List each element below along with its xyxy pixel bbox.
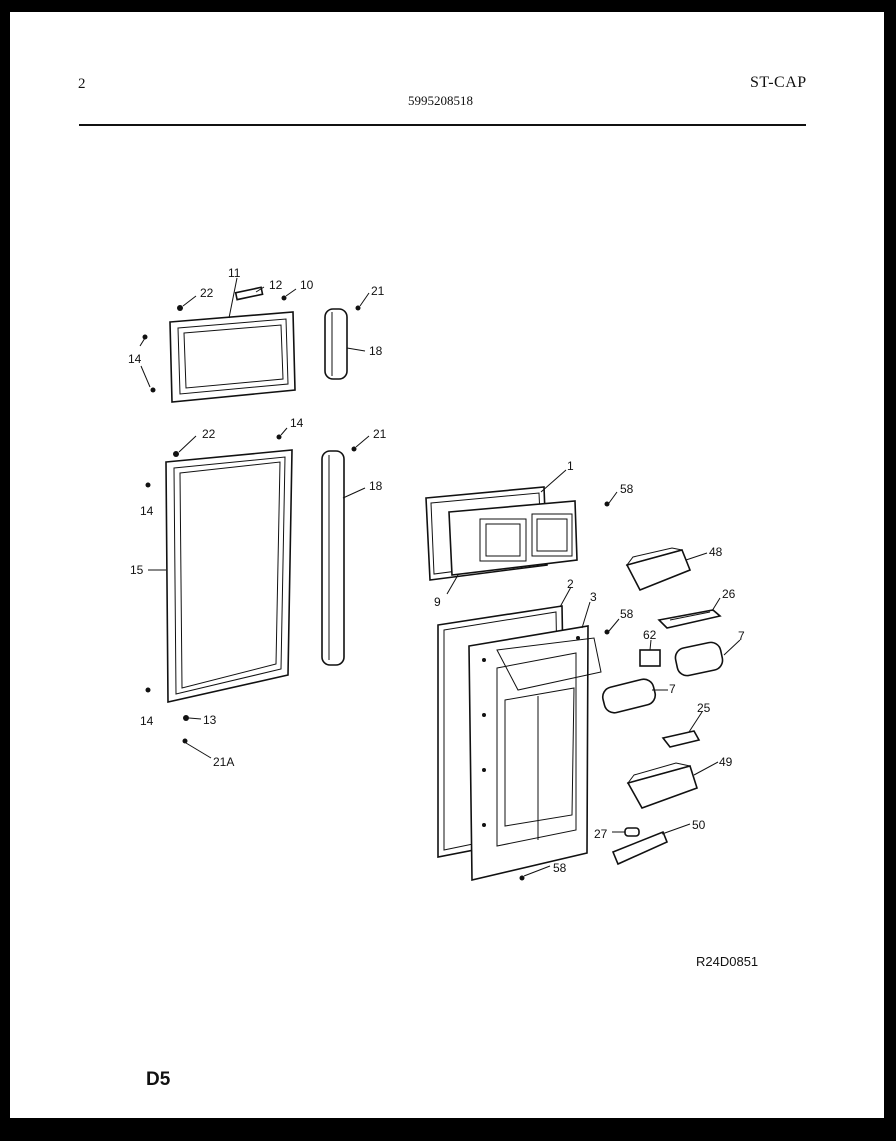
freezer-door-gasket [169,311,296,403]
callout-10: 10 [300,278,314,292]
fresh-food-door-gasket [165,449,293,703]
callout-27: 27 [594,827,608,841]
section-code: ST-CAP [750,74,807,91]
callout-14-bottom: 14 [140,714,154,728]
hinge-13 [183,715,189,721]
callout-9: 9 [434,595,441,609]
callout-3: 3 [590,590,597,604]
diagram-sheet: 2 5995208518 ST-CAP [10,12,884,1118]
screw-21A [182,738,188,744]
callout-11: 11 [228,266,241,280]
screw-21-lower [351,446,357,452]
callout-7-left: 7 [669,682,676,696]
butter-bin-7-left [601,678,657,714]
callout-18-top: 18 [369,344,383,358]
clip-27 [624,827,640,837]
part-62 [639,649,661,667]
hinge-pin-12 [234,286,264,301]
shelf-rail-50 [611,830,669,866]
screw-22-lower [173,451,179,457]
callout-7-right: 7 [738,629,745,643]
drawing-code: R24D0851 [696,954,759,969]
screw-21-top [355,305,361,311]
callout-58-b: 58 [620,607,634,621]
callout-14-top: 14 [128,352,142,366]
callout-1: 1 [567,459,574,473]
callout-25: 25 [697,701,711,715]
callout-21A: 21A [213,755,234,769]
screw-14-c [276,434,282,440]
exploded-parts-drawing: 11 12 10 22 21 14 18 22 14 21 14 18 15 1… [128,266,745,882]
butter-bin-7-right [674,641,724,677]
model-code: 5995208518 [408,93,473,108]
shelf-26 [657,609,722,629]
fresh-food-handle-trim [321,450,345,666]
callout-21-lower: 21 [373,427,387,441]
leader-lines [139,277,741,877]
callout-labels: 11 12 10 22 21 14 18 22 14 21 14 18 15 1… [128,266,745,875]
freezer-handle-trim [324,308,348,380]
callout-14-upper: 14 [290,416,304,430]
callout-22-lower: 22 [202,427,216,441]
page-number: 2 [78,76,86,92]
shelf-49 [626,762,698,809]
freezer-door-liner [448,500,578,576]
callout-58-a: 58 [620,482,634,496]
screw-14-a [142,334,148,340]
callout-26: 26 [722,587,736,601]
callout-12: 12 [269,278,283,292]
screw-14-e [145,687,151,693]
screw-14-d [145,482,151,488]
callout-15: 15 [130,563,144,577]
callout-22-top: 22 [200,286,214,300]
screw-58-b [604,629,610,635]
screw-58-a [604,501,610,507]
callout-2: 2 [567,577,574,591]
callout-58-c: 58 [553,861,567,875]
shelf-48 [625,547,692,592]
callout-49: 49 [719,755,733,769]
header-rule [79,124,806,126]
callout-21-top: 21 [371,284,385,298]
callout-13: 13 [203,713,217,727]
callout-62: 62 [643,628,657,642]
screw-10 [281,295,287,301]
screw-14-b [150,387,156,393]
callout-48: 48 [709,545,723,559]
fresh-food-door-liner [468,625,602,882]
screw-22-top [177,305,183,311]
callout-14-mid: 14 [140,504,154,518]
tray-25 [661,730,701,748]
page-code: D5 [146,1069,171,1090]
callout-50: 50 [692,818,706,832]
callout-18-lower: 18 [369,479,383,493]
screw-58-c [519,875,525,881]
